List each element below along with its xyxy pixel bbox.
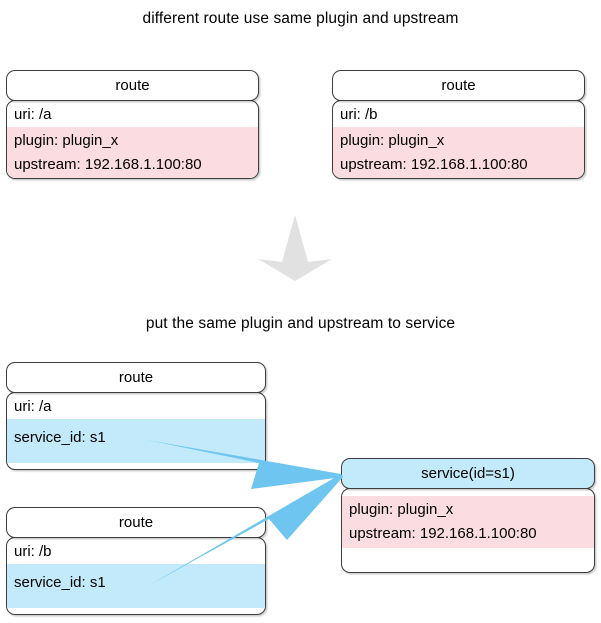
route-card-a-after-body: uri: /a service_id: s1: [6, 392, 266, 470]
diagram-caption-before: different route use same plugin and upst…: [142, 10, 459, 27]
route-b-after-uri-row: uri: /b: [14, 543, 52, 560]
route-card-b-after-title: route: [6, 507, 266, 538]
route-b-service-band-top: [7, 564, 265, 571]
service-card-body: plugin: plugin_x upstream: 192.168.1.100…: [341, 488, 595, 573]
route-card-b-before-body: uri: /b plugin: plugin_x upstream: 192.1…: [332, 100, 585, 179]
route-b-upstream-row: upstream: 192.168.1.100:80: [333, 153, 584, 178]
route-card-a-after-title: route: [6, 362, 266, 393]
service-card-title: service(id=s1): [341, 458, 595, 489]
service-body-bottom-gap: [342, 548, 594, 555]
route-a-service-id-row: service_id: s1: [7, 426, 265, 463]
route-card-b-after-body: uri: /b service_id: s1: [6, 537, 266, 615]
route-b-plugin-row: plugin: plugin_x: [333, 127, 584, 153]
route-b-service-id-row: service_id: s1: [7, 571, 265, 608]
route-a-service-band-top: [7, 419, 265, 426]
down-arrow-icon: [258, 215, 332, 281]
route-a-after-uri-row: uri: /a: [14, 398, 52, 415]
route-b-uri-row: uri: /b: [340, 106, 378, 123]
route-card-b-before-title: route: [332, 70, 585, 101]
service-body-top-gap: [342, 489, 594, 496]
route-a-upstream-row: upstream: 192.168.1.100:80: [7, 153, 258, 178]
service-plugin-row: plugin: plugin_x: [342, 496, 594, 522]
diagram-caption-after: put the same plugin and upstream to serv…: [145, 315, 456, 332]
route-card-a-before-body: uri: /a plugin: plugin_x upstream: 192.1…: [6, 100, 259, 179]
route-a-uri-row: uri: /a: [14, 106, 52, 123]
service-upstream-row: upstream: 192.168.1.100:80: [342, 522, 594, 548]
route-a-plugin-row: plugin: plugin_x: [7, 127, 258, 153]
route-card-a-before-title: route: [6, 70, 259, 101]
